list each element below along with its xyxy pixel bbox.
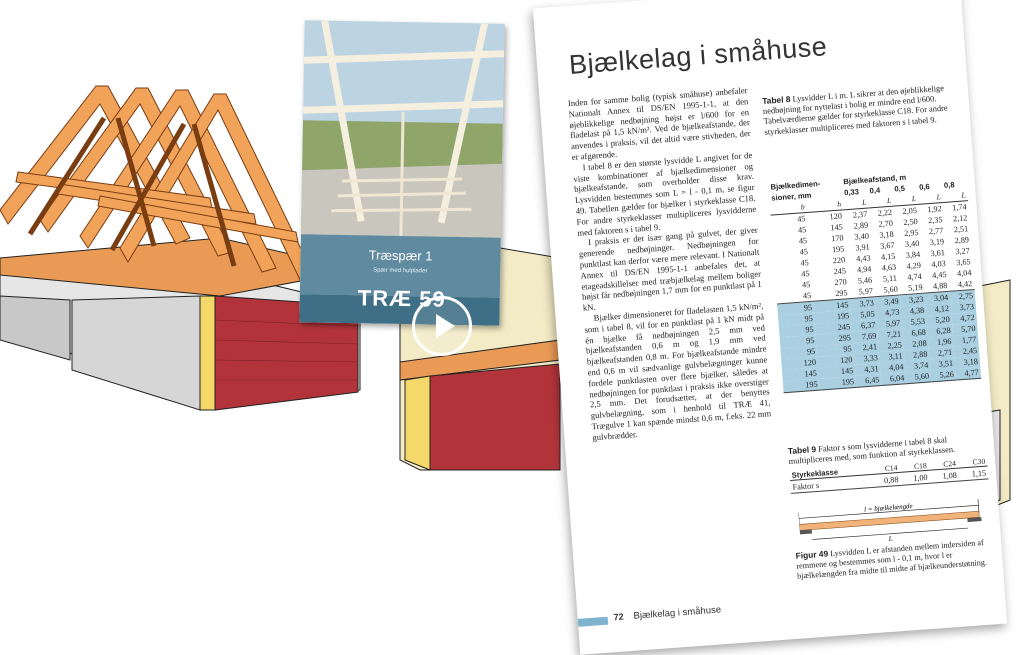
document-page: Bjælkelag i småhuse Inden for samme boli… [532, 0, 1008, 655]
table9-cell: 0,88 [870, 472, 901, 488]
table9-label: Tabel 9 [787, 443, 817, 457]
table8-cell-b: 195 [782, 378, 821, 393]
table8: Bjælkedimen- Bjælkeafstand, m sioner, mm… [768, 167, 982, 393]
paragraph: I tabel 8 er den største lysvidde L angi… [573, 149, 757, 238]
table9-cell: 1,15 [958, 465, 989, 482]
table8-cell: 6,04 [881, 372, 907, 386]
footer-accent-bar [577, 616, 609, 627]
paragraph: Bjælker dimensioneret for fladelasten 1,… [584, 300, 772, 443]
table8-label: Tabel 8 [761, 93, 791, 106]
figure49-top-label: l = bjælkelængde [864, 502, 913, 514]
page-title: Bjælkelag i småhuse [567, 31, 829, 81]
booklet-cover[interactable]: Træspær 1 Spær med hulplader TRÆ 59 [299, 20, 505, 326]
cover-photo [300, 20, 505, 238]
paragraph: I praksis er det især gang på gulvet, de… [578, 225, 762, 313]
running-head: Bjælkelag i småhuse [633, 604, 722, 622]
body-text: Inden for samme bolig (typisk småhuse) a… [568, 85, 773, 443]
table8-caption: Tabel 8 Lysvidder L i m. L sikrer at den… [762, 82, 955, 138]
table9-cell: 1,08 [929, 468, 960, 484]
table8-cell: 6,45 [855, 374, 882, 388]
table8-caption-text: Lysvidder L i m. L sikrer at den øjeblik… [762, 83, 948, 137]
figure49-diagram: l = bjælkelængde L [798, 499, 982, 543]
play-icon [436, 314, 455, 338]
table9-cell: 1,00 [899, 470, 931, 486]
table8-cell: 4,77 [955, 366, 982, 381]
table8-cell-h: 195 [819, 375, 857, 391]
page-number: 72 [613, 611, 624, 623]
table8-cell: 5,60 [905, 370, 932, 384]
table8-cell: 5,26 [930, 368, 957, 382]
figure49-bottom-label: L [887, 535, 893, 543]
play-button[interactable] [412, 296, 472, 356]
